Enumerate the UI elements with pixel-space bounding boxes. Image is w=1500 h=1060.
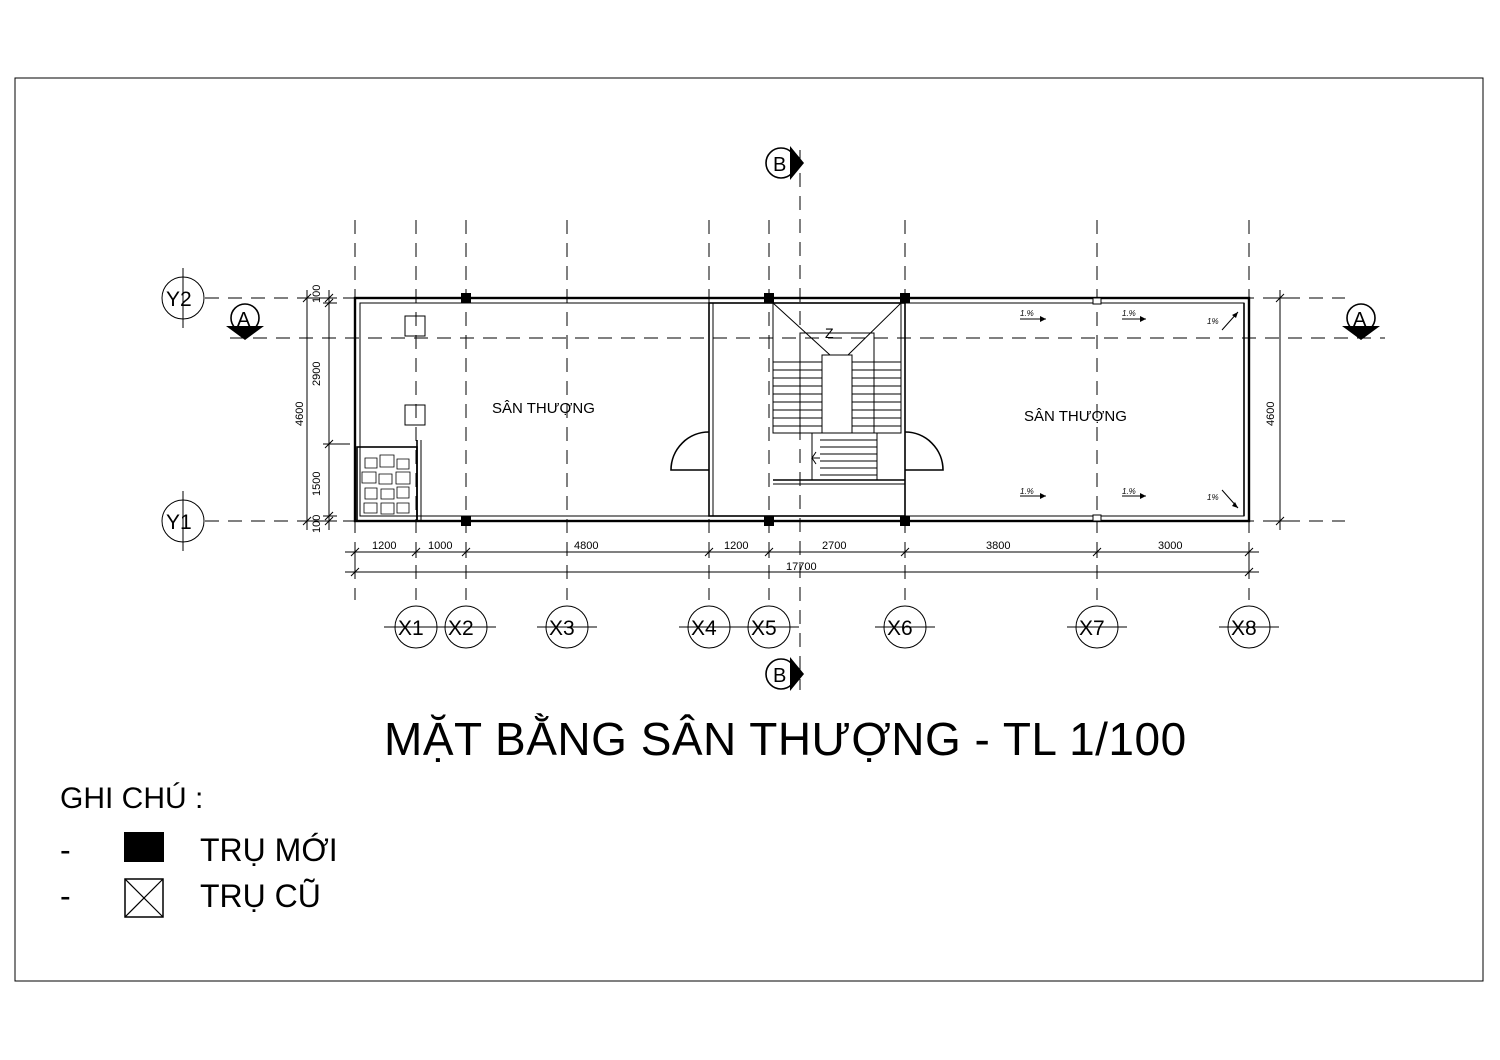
svg-text:X8: X8	[1231, 617, 1257, 640]
dim-label: 4800	[574, 540, 598, 552]
legend-dash: -	[60, 878, 71, 914]
dim-total-label: 4600	[1265, 402, 1277, 426]
slope-label: 1.%	[1020, 309, 1034, 318]
dim-label: 2900	[311, 362, 323, 386]
slope-arrows	[1020, 311, 1239, 509]
legend-heading: GHI CHÚ :	[60, 782, 204, 815]
svg-text:X2: X2	[448, 617, 474, 640]
dim-label: 3000	[1158, 540, 1182, 552]
grid-bubble: X6	[875, 605, 935, 649]
svg-text:Y2: Y2	[166, 288, 192, 311]
crossed-square-icon	[124, 878, 164, 918]
svg-text:X7: X7	[1079, 617, 1105, 640]
stair-mark: Z	[825, 325, 834, 341]
section-mark-b-bottom: B	[765, 657, 804, 691]
dim-total-label: 17700	[786, 561, 817, 573]
section-mark-a-left: A	[226, 303, 264, 340]
dim-label: 100	[311, 285, 323, 303]
svg-text:X3: X3	[549, 617, 575, 640]
stair-core: Z	[670, 302, 944, 517]
grid-bubble: X1	[384, 605, 448, 649]
grid-bubble: Y2	[161, 268, 205, 328]
drawing-title: MẶT BẰNG SÂN THƯỢNG - TL 1/100	[384, 713, 1187, 765]
grid-bubble: X8	[1219, 605, 1279, 649]
sheet-border	[14, 77, 1484, 982]
dim-label: 3800	[986, 540, 1010, 552]
grid-bubble: X7	[1067, 605, 1127, 649]
svg-text:X6: X6	[887, 617, 913, 640]
grid-bubble: Y1	[161, 491, 205, 551]
slope-labels: 1.% 1.% 1% 1.% 1.% 1%	[1020, 309, 1219, 502]
room-label-left: SÂN THƯỢNG	[492, 400, 595, 417]
svg-text:X1: X1	[398, 617, 424, 640]
room-label-right: SÂN THƯỢNG	[1024, 408, 1127, 425]
bottom-dimensions: 1200 1000 4800 1200 2700 3800 3000 17700	[345, 540, 1259, 578]
slope-label: 1.%	[1122, 309, 1136, 318]
filled-square-icon	[124, 832, 164, 862]
dim-label: 1000	[428, 540, 452, 552]
grid-bubble: X4	[679, 605, 739, 649]
svg-text:A: A	[237, 309, 251, 331]
slope-label: 1.%	[1020, 487, 1034, 496]
grid-bubbles-y: Y2 Y1	[161, 268, 205, 551]
svg-text:Y1: Y1	[166, 511, 192, 534]
section-mark-a-right: A	[1342, 303, 1380, 340]
hatched-block	[356, 440, 422, 522]
left-dimensions: 100 2900 1500 100 4600	[294, 285, 350, 533]
slope-label: 1%	[1207, 493, 1219, 502]
dim-label: 1500	[311, 472, 323, 496]
svg-text:B: B	[773, 154, 786, 176]
grid-bubbles-x: X1 X2 X3 X4 X5 X6 X7 X8	[384, 605, 1279, 649]
legend-label: TRỤ CŨ	[200, 878, 321, 914]
svg-text:X5: X5	[751, 617, 777, 640]
dim-label: 2700	[822, 540, 846, 552]
grid-bubble: X5	[739, 605, 799, 649]
svg-text:B: B	[773, 665, 786, 687]
dim-label: 1200	[724, 540, 748, 552]
dim-label: 1200	[372, 540, 396, 552]
dim-total-label: 4600	[294, 402, 306, 426]
grid-bubble: X3	[537, 605, 597, 649]
old-columns	[404, 315, 426, 426]
grid-bubble: X2	[438, 605, 496, 649]
dim-label: 100	[311, 515, 323, 533]
legend-dash: -	[60, 832, 71, 868]
slope-label: 1%	[1207, 317, 1219, 326]
right-dimensions: 4600	[1265, 290, 1286, 530]
svg-text:A: A	[1353, 309, 1367, 331]
new-columns	[461, 293, 1102, 526]
svg-text:X4: X4	[691, 617, 717, 640]
slope-label: 1.%	[1122, 487, 1136, 496]
legend-label: TRỤ MỚI	[200, 832, 338, 868]
section-mark-b-top: B	[765, 146, 804, 180]
